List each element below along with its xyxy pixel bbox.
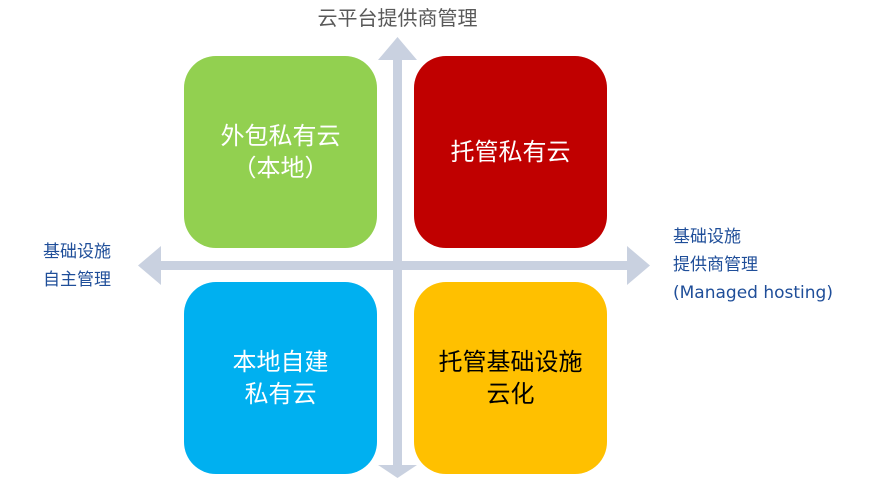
right-arrow-icon: [627, 246, 650, 285]
quadrant-text: 云化: [486, 380, 535, 408]
quadrant-text: 托管基础设施: [438, 348, 583, 376]
label-line: 自主管理: [43, 270, 111, 290]
up-arrow-icon: [378, 37, 417, 60]
horizontal-axis: [158, 261, 633, 270]
quadrant-text: 私有云: [244, 380, 317, 408]
left-arrow-icon: [138, 246, 161, 285]
label-line: 基础设施: [43, 242, 111, 262]
down-arrow-icon: [378, 465, 417, 478]
quadrant-self-built-private-cloud: 本地自建 私有云: [184, 282, 377, 474]
label-line: (Managed hosting): [673, 283, 833, 303]
quadrant-text: 托管私有云: [450, 138, 571, 166]
right-axis-label: 基础设施 提供商管理 (Managed hosting): [673, 223, 833, 307]
quadrant-outsourced-private-cloud: 外包私有云 （本地）: [184, 56, 377, 248]
quadrant-hosted-private-cloud: 托管私有云: [414, 56, 607, 248]
label-line: 基础设施: [673, 227, 741, 247]
label-line: 提供商管理: [673, 255, 758, 275]
quadrant-text: 本地自建: [232, 348, 329, 376]
quadrant-text: （本地）: [232, 154, 329, 182]
left-axis-label: 基础设施 自主管理: [43, 238, 111, 294]
quadrant-text: 外包私有云: [220, 122, 341, 150]
vertical-axis-label: 云平台提供商管理: [317, 6, 478, 30]
quadrant-hosted-infrastructure-cloud: 托管基础设施 云化: [414, 282, 607, 474]
